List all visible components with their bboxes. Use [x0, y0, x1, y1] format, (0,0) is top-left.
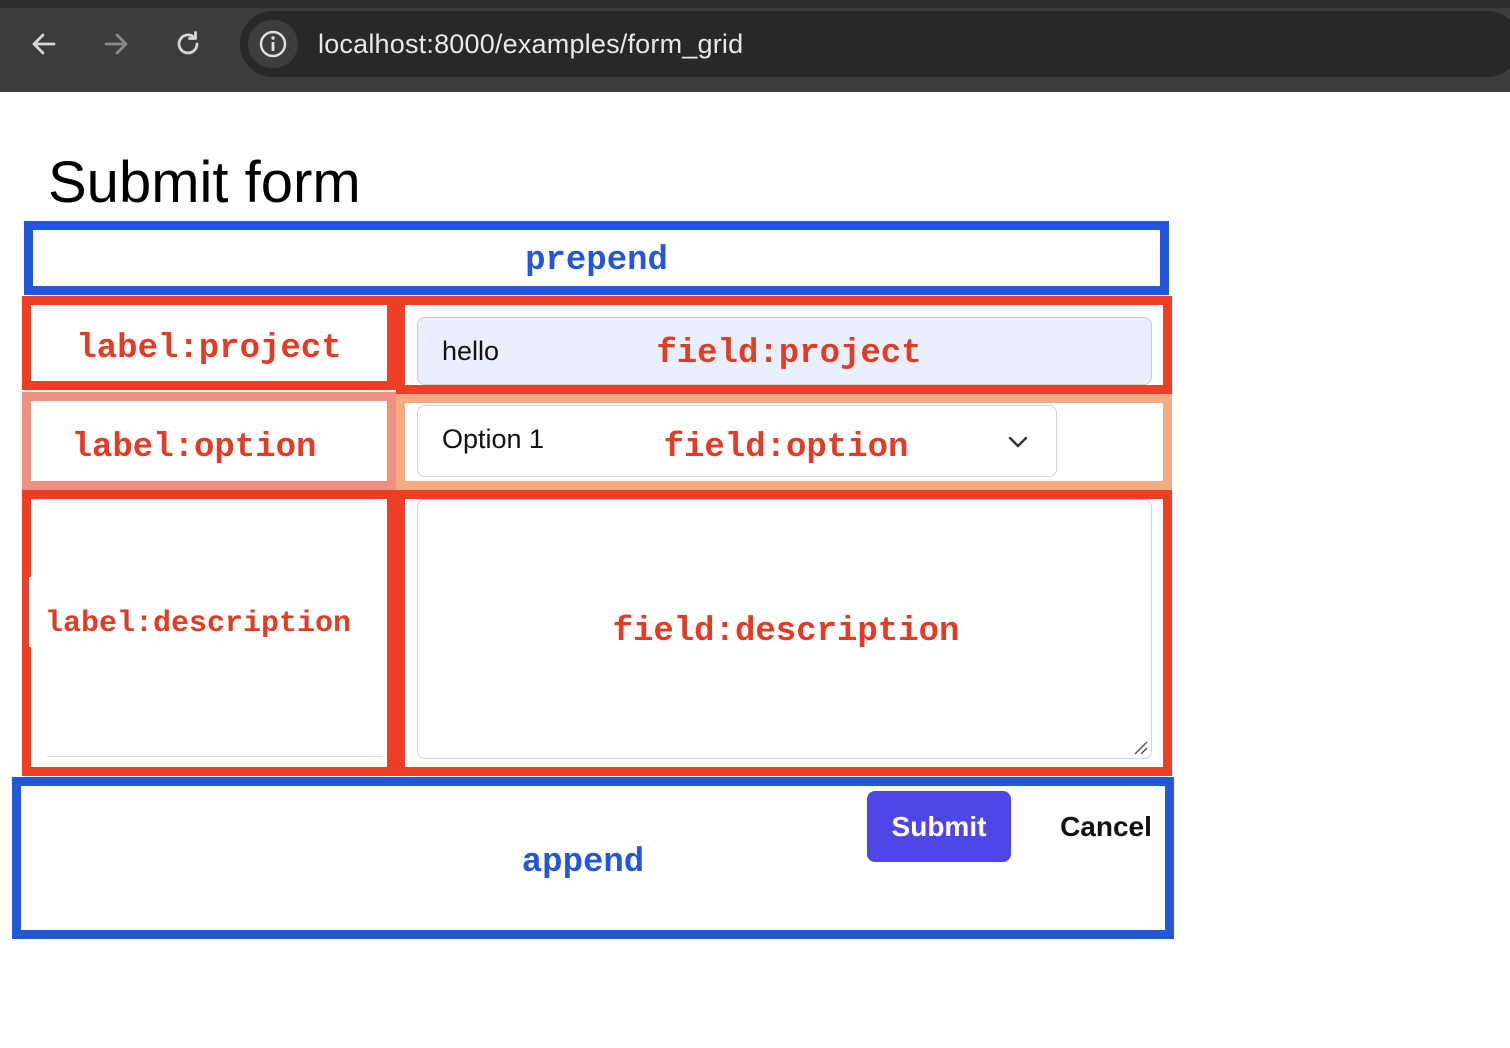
resize-handle-icon[interactable] [1133, 740, 1149, 756]
back-button[interactable] [22, 22, 66, 66]
url-text[interactable]: localhost:8000/examples/form_grid [318, 29, 744, 59]
project-field-zone: hello field:project [396, 296, 1172, 394]
reload-icon [177, 31, 199, 55]
description-label-backdrop [29, 577, 385, 647]
description-label: label:description [45, 607, 352, 641]
reload-button[interactable] [166, 22, 210, 66]
description-label-divider [47, 756, 383, 757]
description-textarea[interactable] [417, 499, 1152, 759]
project-label-zone: label:project [22, 296, 396, 390]
option-select-value: Option 1 [442, 424, 545, 454]
cancel-button[interactable]: Cancel [1060, 811, 1152, 842]
browser-tabstrip-edge [0, 0, 1510, 8]
info-icon [259, 30, 287, 58]
forward-button[interactable] [94, 22, 138, 66]
project-input-value: hello [442, 336, 500, 366]
address-bar[interactable]: localhost:8000/examples/form_grid [240, 11, 1510, 77]
option-select[interactable]: Option 1 [417, 405, 1057, 477]
project-field-label: field:project [656, 335, 922, 373]
prepend-zone: prepend [24, 221, 1169, 295]
submit-button[interactable]: Submit [867, 791, 1011, 862]
arrow-left-icon [32, 33, 56, 55]
description-field-label: field:description [612, 613, 960, 651]
site-info-button[interactable] [248, 20, 298, 68]
project-label: label:project [76, 330, 342, 368]
option-field-label: field:option [663, 429, 909, 467]
description-label-zone: label:description [22, 490, 396, 776]
project-input[interactable]: hello [417, 317, 1152, 385]
option-label: label:option [71, 429, 317, 467]
chevron-down-icon [1008, 436, 1028, 448]
option-label-zone: label:option [22, 392, 396, 490]
browser-toolbar: localhost:8000/examples/form_grid [0, 0, 1510, 92]
description-field-zone: field:description [396, 490, 1172, 776]
page-title: Submit form [48, 150, 361, 215]
prepend-zone-label: prepend [525, 242, 668, 280]
arrow-right-icon [104, 33, 128, 55]
option-field-zone: Option 1 field:option [396, 394, 1172, 490]
append-zone-label: append [521, 844, 645, 882]
append-zone: append [12, 777, 1174, 939]
